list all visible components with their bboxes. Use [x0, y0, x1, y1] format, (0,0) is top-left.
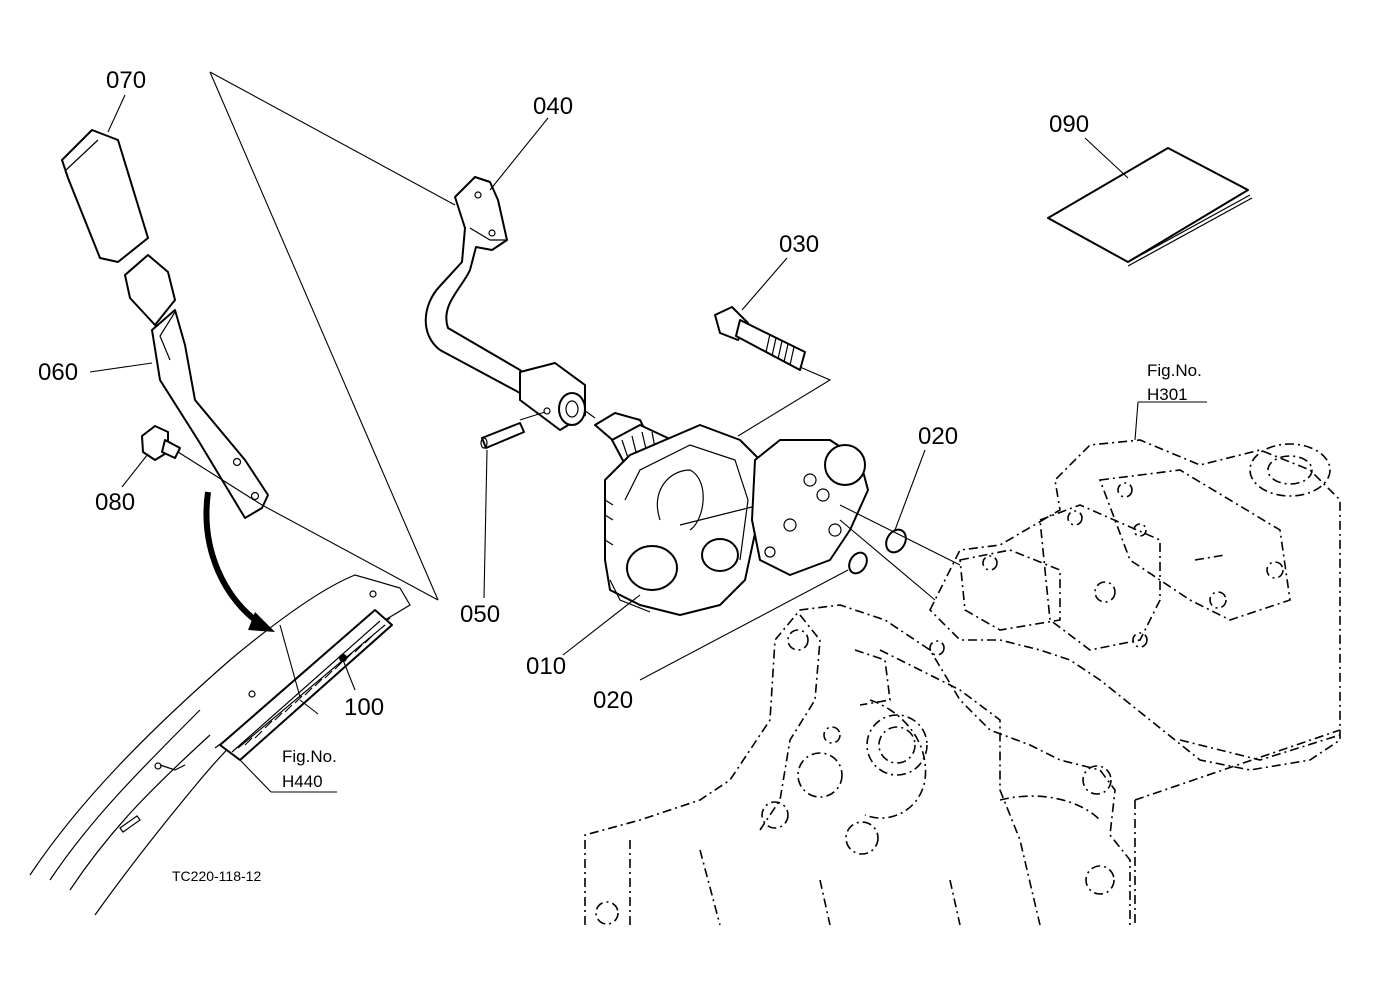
callout-080: 080 — [95, 489, 135, 516]
callout-090: 090 — [1049, 111, 1089, 138]
zoom-projection-lines — [177, 71, 456, 601]
callout-070: 070 — [106, 67, 146, 94]
callout-010: 010 — [526, 653, 566, 680]
callout-040: 040 — [533, 93, 573, 120]
o-ring-020-lower — [848, 551, 868, 575]
callout-060: 060 — [38, 359, 78, 386]
callout-050: 050 — [460, 601, 500, 628]
pedal-pad-070 — [61, 129, 176, 326]
assembly-arrow — [203, 491, 275, 632]
floor-plate — [29, 574, 411, 916]
flange-adapter — [751, 439, 869, 576]
drawing-code: TC220-118-12 — [172, 868, 261, 884]
transmission-housing — [584, 604, 1341, 926]
spring-pin-050 — [480, 422, 525, 449]
upper-cover-housing — [929, 439, 1341, 771]
callout-100: 100 — [344, 694, 384, 721]
callout-020-lower: 020 — [593, 687, 633, 714]
fig-ref-h440-code: H440 — [282, 772, 323, 791]
manual-090 — [1047, 147, 1253, 267]
valve-assembly-010 — [594, 412, 761, 616]
callout-leaders — [89, 94, 1207, 793]
bolt-030 — [714, 306, 806, 371]
fig-ref-h301-caption: Fig.No. — [1147, 361, 1202, 380]
o-ring-020-upper — [885, 528, 907, 554]
callout-020-upper: 020 — [918, 423, 958, 450]
fig-ref-h440-caption: Fig.No. — [282, 747, 337, 766]
lever-rod-040 — [424, 176, 586, 431]
pedal-060 — [151, 309, 269, 519]
nut-080 — [141, 425, 181, 461]
callout-030: 030 — [779, 231, 819, 258]
assembly-axis-lines — [519, 366, 961, 601]
fig-ref-h301-code: H301 — [1147, 385, 1188, 404]
